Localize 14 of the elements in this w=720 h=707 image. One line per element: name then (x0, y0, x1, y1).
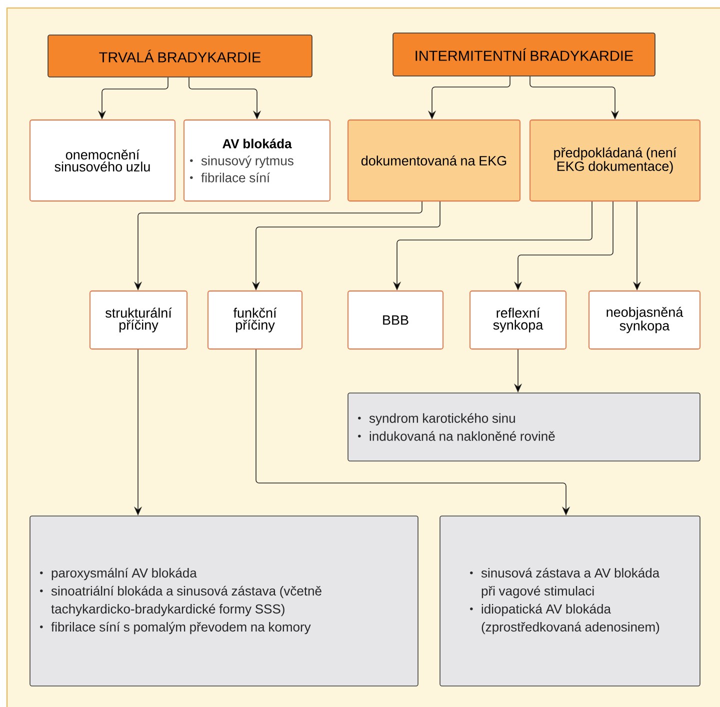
process-box: reflexní synkopa (470, 290, 566, 350)
header-box: TRVALÁ BRADYKARDIE (48, 34, 312, 78)
list-box: sinusová zástava a AV blokáda při vagové stimulaci idiopatická AV blokáda (zprostředkovaná adenosinem) (440, 516, 700, 686)
process-box: BBB (348, 290, 444, 350)
list-box: syndrom karotického sinu indukovaná na nakloněné rovině (348, 392, 700, 462)
process-box: předpokládaná (není EKG dokumentace) (530, 120, 700, 202)
process-box: onemocnění sinusového uzlu (30, 120, 176, 202)
list-box: paroxysmální AV blokáda sinoatriální blokáda a sinusová zástava (včetně tachykardicko-bradykardické formy SSS) fibrilace síní s pomalým převodem na komory (30, 516, 418, 686)
process-box: funkční příčiny (208, 290, 302, 350)
process-box: neobjasněná synkopa (588, 290, 700, 350)
header-box: INTERMITENTNÍ BRADYKARDIE (392, 32, 656, 76)
process-box: strukturální příčiny (90, 290, 188, 350)
process-box: AV blokáda sinusový rytmus fibrilace síní (184, 120, 330, 202)
process-box: dokumentovaná na EKG (348, 120, 520, 202)
